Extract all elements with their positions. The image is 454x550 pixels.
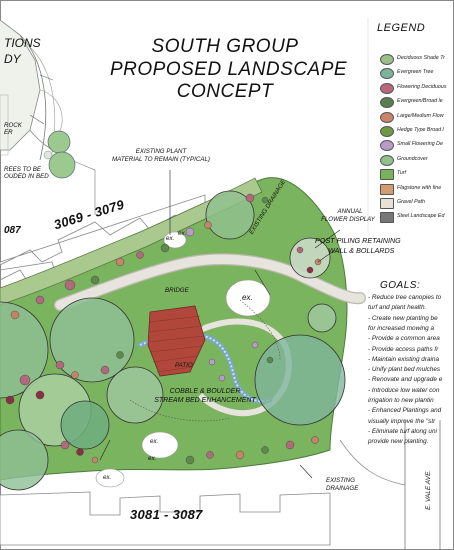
existing-area-4 [163,231,187,249]
legend-swatch [380,82,394,94]
inset-label-rock-2: ER [4,129,13,136]
legend-label: Deciduous Shade Tr [397,55,445,61]
legend-label: Large/Medium Flow [397,112,444,119]
legend-swatch [380,111,394,123]
goal-line: - Introduce low water con [368,386,440,394]
legend-swatch [380,198,394,209]
label-existing-plant-1: EXISTING PLANT [135,148,187,155]
label-bridge: BRIDGE [165,287,189,294]
goal-line: - Unify plant bed mulches [368,366,441,374]
legend-label: Gravel Path [397,199,425,205]
goal-line: visually improve the "str [368,417,436,425]
legend-title: LEGEND [377,22,426,34]
label-existing-drainage-bottom-2: DRAINAGE [326,485,359,492]
label-patio: PATIO [175,362,193,369]
legend-swatch [380,68,394,80]
existing-area-2 [141,431,179,459]
street-edge [339,420,441,550]
existing-area-3 [95,468,125,488]
inset-detail [0,19,96,215]
legend-swatch [380,212,394,224]
legend-swatch [380,54,394,65]
page-title: SOUTH GROUP PROPOSED LANDSCAPE CONCEPT [110,36,348,104]
label-existing-plant-2: MATERIAL TO REMAIN (TYPICAL) [112,156,210,163]
planting-bed-north [0,177,263,306]
ex-label: ex. [150,438,159,445]
ex-label: ex. [103,474,112,481]
existing-area-1 [225,279,271,317]
goal-line: - Renovate and upgrade e [368,376,443,384]
inset-heading-line2: DY [4,52,21,66]
goal-line: - Create new planting be [368,314,438,322]
legend-label: Evergreen/Broad le [397,98,443,105]
goal-line: - Provide access paths fr [368,345,439,353]
shrub-plantings [5,193,322,465]
label-post-piling-2: WALL & BOLLARDS [328,246,395,255]
legend-label: Evergreen Tree [397,69,434,76]
leader-lines [99,170,341,479]
label-cobble-2: STREAM BED ENHANCEMENT [154,397,256,404]
label-cobble-1: COBBLE & BOULDER [169,388,241,395]
inset-heading-line1: TIONS [4,36,41,50]
goal-line: - Provide a common area [368,335,440,343]
patio [147,305,206,377]
goal-line: - Reduce tree canopies to [368,294,442,301]
goal-line: for increased mowing a [368,324,435,332]
legend-swatch [380,183,394,195]
goal-line: - Maintain existing draina [368,355,440,363]
legend-label: Flagstone with fine [397,184,442,191]
ex-label: ex. [178,230,187,237]
goal-line: irrigation to new plantin [368,397,434,404]
goal-line: turf and plant health. [368,304,427,312]
goal-line: - Eliminate turf along uni [368,427,437,435]
title-line-3: CONCEPT [176,81,274,102]
title-line-1: SOUTH GROUP [151,36,299,57]
legend-swatch [380,126,394,137]
inset-label-bottom: 087 [4,225,21,236]
address-bottom: 3081 - 3087 [130,507,203,522]
legend-swatch [380,154,394,166]
legend-label: Small Flowering De [397,141,443,148]
goal-line: provide new planting. [368,438,429,446]
goals-title: GOALS: [380,280,421,291]
inset-label-trees-2: OUDED IN BED [4,173,49,180]
legend-label: Groundcover [397,155,428,162]
ex-label: ex. [166,235,175,242]
buildings-bottom [0,491,331,546]
label-post-piling-1: POST PILING RETAINING [315,236,401,245]
goal-line: - Enhanced Plantings and [368,407,442,415]
legend-swatch [380,97,394,109]
legend-label: Turf [397,170,407,177]
inset-label-trees-1: REES TO BE [4,166,42,173]
label-annual-flower-1: ANNUAL [337,208,363,215]
label-annual-flower-2: FLOWER DISPLAY [321,216,375,223]
inset-label-rock-1: ROCK [4,122,22,129]
legend-label: Hedge Type Broad l [397,127,444,133]
title-line-2: PROPOSED LANDSCAPE [110,58,348,80]
label-street: E. VALE AVE. [425,469,432,510]
legend-label: Flowering Deciduous [397,83,447,90]
ex-label: ex. [148,455,157,462]
tree-canopies [0,190,346,491]
label-existing-drainage-bottom-1: EXISTING [326,477,355,484]
legend-label: Steel Landscape Ed [397,213,445,220]
legend-swatch [380,169,394,181]
legend-swatch [380,140,394,152]
ex-label: ex. [242,293,253,302]
